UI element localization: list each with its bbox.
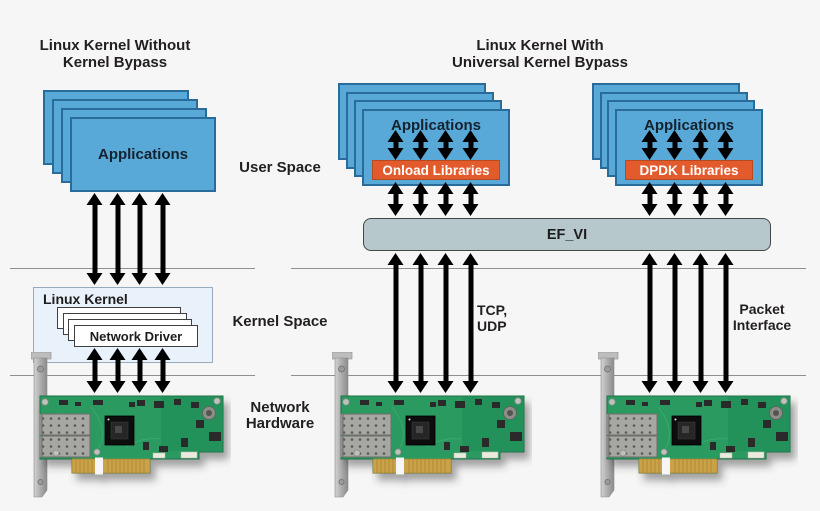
userspace-kernel-divider-right	[291, 268, 806, 269]
kernel-hardware-divider-right	[291, 375, 806, 376]
right-title-line2: Universal Kernel Bypass	[452, 54, 628, 71]
left-title-line1: Linux Kernel Without	[39, 37, 191, 54]
kernel-space-label: Kernel Space	[232, 313, 328, 330]
right-title-line1: Linux Kernel With	[476, 37, 604, 54]
efvi-bar: EF_VI	[363, 218, 771, 251]
efvi-label: EF_VI	[546, 226, 588, 243]
network-driver-label: Network Driver	[89, 328, 183, 344]
network-card-left	[31, 352, 223, 497]
left-title-line2: Kernel Bypass	[62, 54, 168, 71]
packet-interface-line1: Packet	[739, 301, 785, 317]
userspace-kernel-divider-left	[10, 268, 255, 269]
onload-libraries-label: Onload Libraries	[382, 162, 490, 178]
packet-interface-label: Packet Interface	[722, 301, 802, 333]
dpdk-libraries-label: DPDK Libraries	[639, 162, 739, 178]
network-hardware-line2: Hardware	[245, 415, 315, 432]
network-hardware-label: Network Hardware	[235, 400, 325, 432]
applications-label: Applications	[390, 117, 481, 134]
dpdk-libraries-box: DPDK Libraries	[625, 160, 753, 180]
applications-label: Applications	[643, 117, 734, 134]
applications-box-front: Applications	[70, 117, 216, 192]
onload-libraries-box: Onload Libraries	[372, 160, 500, 180]
tcp-udp-line1: TCP,	[477, 302, 508, 318]
kernel-hardware-divider-left	[10, 375, 255, 376]
network-hardware-line1: Network	[250, 399, 310, 416]
applications-box-front: Applications Onload Libraries	[362, 109, 510, 186]
linux-kernel-label: Linux Kernel	[43, 291, 128, 307]
tcp-udp-line2: UDP	[477, 318, 507, 334]
left-diagram-title: Linux Kernel Without Kernel Bypass	[25, 37, 205, 71]
network-card-center	[332, 352, 524, 497]
right-diagram-title: Linux Kernel With Universal Kernel Bypas…	[420, 37, 660, 71]
applications-label: Applications	[97, 146, 188, 163]
packet-interface-line2: Interface	[732, 317, 792, 333]
applications-box-front: Applications DPDK Libraries	[615, 109, 763, 186]
user-space-label: User Space	[239, 159, 321, 176]
network-driver-box-front: Network Driver	[74, 325, 198, 347]
tcp-udp-label: TCP, UDP	[477, 302, 507, 334]
network-card-right	[598, 352, 790, 497]
